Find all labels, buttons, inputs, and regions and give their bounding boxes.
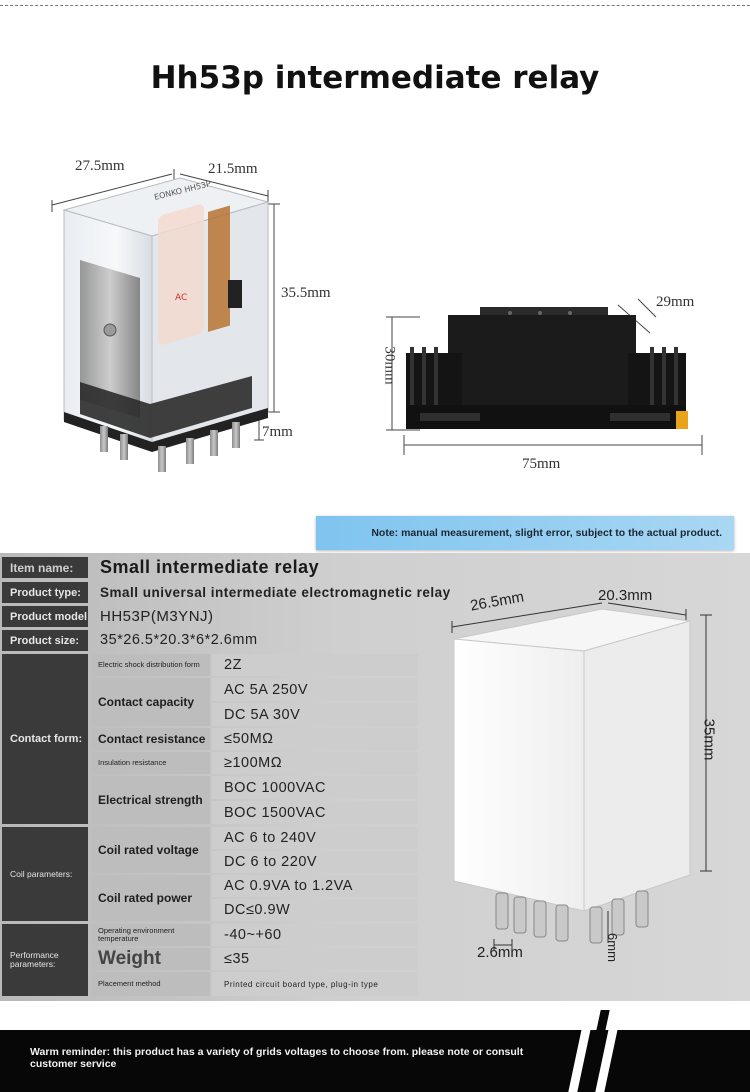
- top-dashed-line: [0, 5, 750, 6]
- distribution-value: 2Z: [212, 654, 418, 676]
- spec-panel: Item name: Small intermediate relay Prod…: [0, 553, 750, 1001]
- electrical-strength-1: BOC 1000VAC: [212, 776, 418, 799]
- socket-height-label: 30mm: [381, 346, 398, 385]
- relay-dimension-drawing: [451, 602, 712, 951]
- socket-drawing: [386, 298, 703, 455]
- cube-width-label: 20.3mm: [598, 587, 653, 604]
- contact-resistance-label: Contact resistance: [92, 728, 210, 750]
- product-size-label: Product size:: [2, 630, 88, 651]
- coil-power-label: Coil rated power: [92, 875, 210, 921]
- footer-bar: [0, 1030, 750, 1092]
- product-model-label: Product model:: [2, 606, 88, 627]
- coil-voltage-label: Coil rated voltage: [92, 827, 210, 873]
- cube-height-label: 35mm: [700, 718, 718, 761]
- product-model-value: HH53P(M3YNJ): [100, 607, 214, 625]
- socket-depth-label: 29mm: [656, 294, 695, 310]
- product-size-value: 35*26.5*20.3*6*2.6mm: [100, 632, 258, 648]
- insulation-value: ≥100MΩ: [212, 752, 418, 774]
- coil-power-dc: DC≤0.9W: [212, 899, 418, 921]
- contact-capacity-dc: DC 5A 30V: [212, 703, 418, 726]
- distribution-label: Electric shock distribution form: [92, 654, 210, 676]
- coil-voltage-dc: DC 6 to 220V: [212, 851, 418, 873]
- item-name-label: Item name:: [2, 557, 88, 578]
- performance-label: Performance parameters:: [2, 924, 88, 996]
- placement-value: Printed circuit board type, plug-in type: [212, 972, 418, 996]
- footer-reminder: Warm reminder: this product has a variet…: [30, 1046, 524, 1070]
- cube-pin-length-label: 6mm: [604, 933, 620, 962]
- photo-depth-label: 21.5mm: [208, 161, 258, 177]
- electrical-strength-2: BOC 1500VAC: [212, 801, 418, 824]
- electrical-strength-label: Electrical strength: [92, 776, 210, 824]
- photo-height-label: 35.5mm: [281, 285, 331, 301]
- weight-label: Weight: [92, 948, 210, 970]
- env-temp-label: Operating environment temperature: [92, 924, 210, 946]
- relay-photo: EONKO HH53P AC: [51, 169, 280, 472]
- page-title: Hh53p intermediate relay: [150, 60, 600, 96]
- svg-text:AC: AC: [175, 293, 187, 303]
- product-type-label: Product type:: [2, 582, 88, 603]
- coil-power-ac: AC 0.9VA to 1.2VA: [212, 875, 418, 897]
- weight-value: ≤35: [212, 948, 418, 970]
- env-temp-value: -40~+60: [212, 924, 418, 946]
- insulation-label: Insulation resistance: [92, 752, 210, 774]
- placement-label: Placement method: [92, 972, 210, 996]
- measurement-note: Note: manual measurement, slight error, …: [316, 516, 734, 550]
- contact-capacity-ac: AC 5A 250V: [212, 678, 418, 701]
- contact-form-label: Contact form:: [2, 654, 88, 824]
- contact-capacity-label: Contact capacity: [92, 678, 210, 726]
- cube-pin-pitch-label: 2.6mm: [477, 944, 523, 961]
- coil-voltage-ac: AC 6 to 240V: [212, 827, 418, 849]
- item-name-value: Small intermediate relay: [100, 556, 320, 577]
- coil-parameters-label: Coil parameters:: [2, 827, 88, 921]
- photo-width-label: 27.5mm: [75, 158, 125, 174]
- product-type-value: Small universal intermediate electromagn…: [100, 584, 451, 600]
- photo-pin-label: 7mm: [262, 424, 293, 440]
- contact-resistance-value: ≤50MΩ: [212, 728, 418, 750]
- socket-length-label: 75mm: [522, 456, 561, 472]
